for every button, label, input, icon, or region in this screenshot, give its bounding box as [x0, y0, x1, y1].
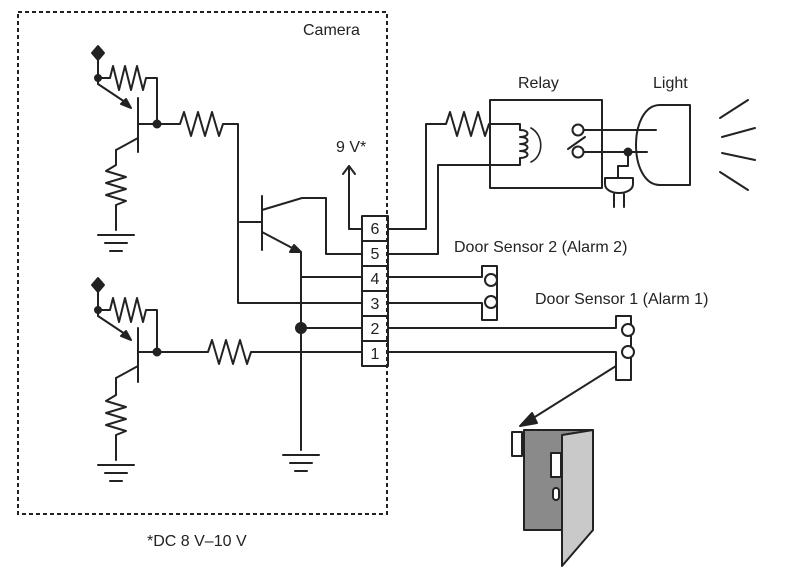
light-bulb: [635, 99, 756, 191]
door-sensor-2: [387, 265, 498, 321]
terminal-2-label: 2: [371, 321, 380, 338]
relay: [387, 99, 657, 255]
terminal-5-label: 5: [371, 246, 380, 263]
terminal-block: [361, 215, 389, 367]
input-transistor-top: [91, 45, 363, 304]
camera-boundary: [17, 11, 388, 515]
door-sensor-1: [387, 315, 635, 427]
relay-label: Relay: [518, 75, 559, 92]
terminal-1-label: 1: [371, 346, 380, 363]
input-transistor-bottom: [91, 277, 363, 482]
camera-label: Camera: [303, 22, 360, 39]
supply-arrow: [342, 165, 363, 230]
terminal-3-label: 3: [371, 296, 380, 313]
terminal-6-label: 6: [371, 221, 380, 238]
door-sensor-1-label: Door Sensor 1 (Alarm 1): [535, 291, 708, 308]
terminal-numbers: 6 5 4 3 2 1: [371, 221, 380, 363]
voltage-footnote: *DC 8 V–10 V: [147, 533, 247, 550]
door-icon: [511, 429, 594, 567]
voltage-label: 9 V*: [336, 139, 366, 156]
door-sensor-2-label: Door Sensor 2 (Alarm 2): [454, 239, 627, 256]
terminal-4-label: 4: [371, 271, 380, 288]
output-transistor: [239, 195, 363, 472]
light-label: Light: [653, 75, 688, 92]
